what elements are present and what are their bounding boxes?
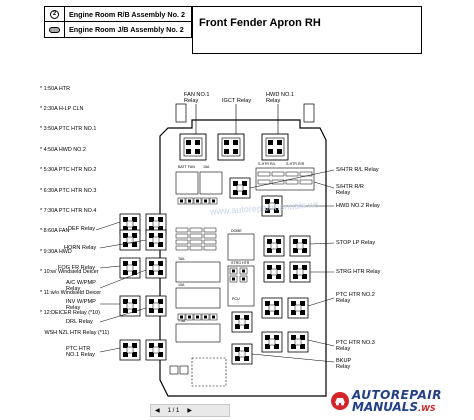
legend-line: * 10:w/ Windsield Deicer	[40, 269, 99, 276]
fuse-block	[175, 171, 199, 195]
legend-line: * 7:30A PTC HTR NO.4	[40, 207, 97, 214]
horn-relay-label: HORN Relay	[64, 245, 97, 251]
drl-relay-label: DRL Relay	[66, 319, 93, 325]
fuse-label: DOME	[231, 229, 242, 233]
legend-line: * 8:60A FAN	[40, 228, 70, 235]
legend-line: * 2:30A H-LP CLN	[40, 105, 84, 112]
fuse-label: BATT FAN	[178, 165, 195, 169]
brand-logo-icon	[331, 392, 349, 410]
brand-line2: MANUALS	[352, 400, 419, 414]
fuse-label: PCU	[232, 297, 240, 301]
ptc-htr-no2-relay-body	[261, 297, 283, 319]
diagram-title: Front Fender Apron RH	[192, 6, 422, 54]
pdf-pager[interactable]: ◀ 1 / 1 ▶	[150, 404, 230, 417]
horn-relay-body-2	[145, 229, 167, 251]
brand-suffix: .WS	[418, 404, 436, 413]
legend-line: * 12:DEICER Relay (*10)	[40, 309, 100, 316]
ptc-htr-no3-relay-body	[261, 331, 283, 353]
strg-htr-relay-body-2	[289, 261, 311, 283]
hwd-no1-relay	[261, 133, 289, 161]
fuse-label: S-HTR R/R	[286, 162, 305, 166]
fuse-label: 10A	[178, 283, 185, 287]
assembly-row-jb: Engine Room J/B Assembly No. 2	[44, 22, 192, 38]
igct-relay-label: IGCT Relay	[222, 98, 252, 104]
strg-htr-relay-label: STRG HTR Relay	[336, 269, 381, 275]
def-relay-label: DEF Relay	[68, 226, 96, 232]
igct-relay	[217, 133, 245, 161]
legend-line: * 9:30A HWD	[40, 248, 72, 255]
fuse-label: TAIL	[178, 257, 185, 261]
legend-line: WSH NZL HTR Relay (*11)	[40, 330, 110, 337]
fuse-label: STRG HTR	[231, 261, 250, 265]
fuse-block	[199, 171, 223, 195]
drl-relay-body	[145, 295, 167, 317]
dashed-area	[191, 357, 227, 387]
ptc-htr-no1-relay-body-2	[231, 311, 253, 333]
oval-icon	[49, 26, 60, 33]
circle-2-icon: 2	[50, 9, 59, 19]
legend-line: * 6:30A PTC HTR NO.3	[40, 187, 97, 194]
fan-no1-relay	[179, 133, 207, 161]
ptc-htr-no1-relay-body	[119, 339, 141, 361]
shtr-rl-relay-body	[229, 177, 251, 199]
fuse-box-outline	[159, 119, 327, 397]
assembly-row-rb-label: Engine Room R/B Assembly No. 2	[69, 9, 185, 19]
fuse-label: 15A	[203, 165, 210, 169]
stop-lp-relay-body-2	[289, 235, 311, 257]
shtr-rl-relay-label: S/HTR R/L Relay	[336, 167, 379, 173]
stop-lp-relay-body	[263, 235, 285, 257]
page-next-icon[interactable]: ▶	[187, 408, 192, 414]
fuse-legend: * 1:50A HTR * 2:30A H-LP CLN * 3:50A PTC…	[40, 72, 109, 344]
legend-line: * 4:50A HWD NO.2	[40, 146, 86, 153]
mount-tab	[175, 103, 187, 123]
strg-htr-relay-body	[263, 261, 285, 283]
bkup-relay-body	[231, 343, 253, 365]
assembly-legend-table: 2 Engine Room R/B Assembly No. 2 Engine …	[44, 6, 192, 38]
hwd-no2-relay-label: HWD NO.2 Relay	[336, 203, 380, 209]
ac-wpmp-relay-body	[145, 257, 167, 279]
ptc-htr-no3-relay-body-2	[287, 331, 309, 353]
brand-line1: AUTOREPAIR	[352, 388, 443, 402]
fuse-label: 7.5A	[178, 319, 186, 323]
diagram-title-text: Front Fender Apron RH	[199, 17, 321, 29]
legend-line: * 11:w/o Windsield Deicer	[40, 289, 102, 296]
legend-line: * 3:50A PTC HTR NO.1	[40, 126, 97, 133]
assembly-row-jb-label: Engine Room J/B Assembly No. 2	[69, 25, 184, 34]
fuse-label: S-HTR R/L	[258, 162, 276, 166]
def-relay-body-2	[119, 229, 141, 251]
fog-fr-relay-body	[119, 257, 141, 279]
legend-line: * 1:50A HTR	[40, 85, 70, 92]
stop-lp-relay-label: STOP LP Relay	[336, 240, 376, 246]
brand-wordmark: AUTOREPAIR MANUALS.WS	[352, 389, 442, 415]
page-indicator: 1 / 1	[167, 407, 180, 414]
ptc-htr-no2-relay-body-2	[287, 297, 309, 319]
legend-line: * 5:30A PTC HTR NO.2	[40, 167, 97, 174]
mount-tab	[303, 103, 315, 123]
assembly-row-rb: 2 Engine Room R/B Assembly No. 2	[44, 6, 192, 22]
fog-fr-relay-label: FOG FR Relay	[58, 265, 95, 271]
ptc-htr-no1-relay-body-b	[145, 339, 167, 361]
page-prev-icon[interactable]: ◀	[155, 408, 160, 414]
